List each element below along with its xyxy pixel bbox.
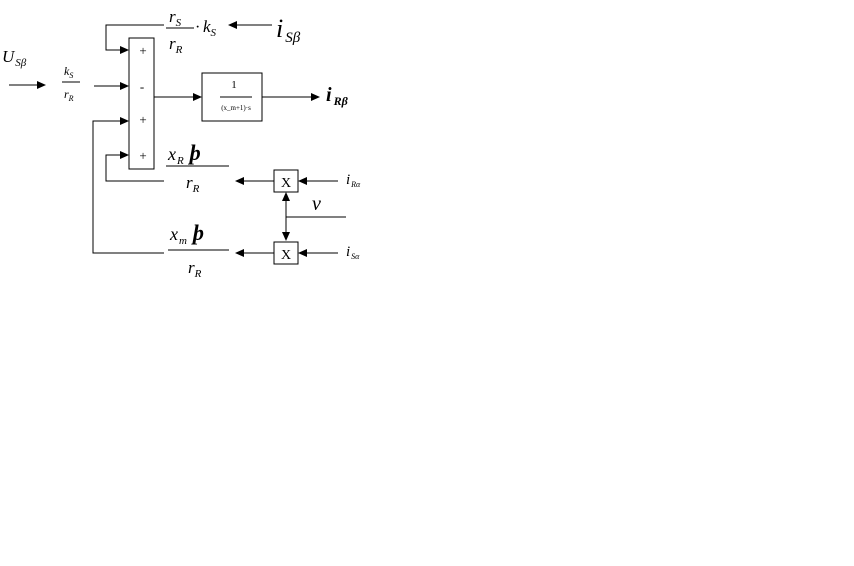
summer-to-integrator-arrowhead [193, 93, 202, 101]
summer-sign-4: + [139, 148, 146, 163]
multiplier-2-symbol: X [281, 248, 291, 263]
input-i-r-alpha-label: iRα [346, 172, 361, 189]
feedback-xr-arrowhead [120, 151, 129, 159]
multiplier-1-symbol: X [281, 176, 291, 191]
gain-xm-rr-denominator: rR [188, 258, 202, 280]
feedback-top-path [105, 24, 164, 51]
input-i-r-alpha-arrowhead [298, 177, 307, 185]
feedback-top-arrowhead [120, 46, 129, 54]
feedback-top-denominator: rR [169, 34, 183, 56]
feedback-top-factor: kS [203, 17, 217, 39]
input-i-s-beta-arrowhead [228, 21, 237, 29]
summer-sign-2: - [140, 79, 144, 94]
summer-sign-3: + [139, 112, 146, 127]
input-i-s-alpha-label: iSα [346, 244, 360, 261]
multiplier-2-to-gain-arrowhead [235, 249, 244, 257]
gain-ks-rr-denominator: rR [64, 87, 74, 103]
omega-down-arrowhead [282, 232, 290, 241]
gain-ks-rr-numerator: kS [64, 64, 73, 80]
omega-up-arrowhead [282, 192, 290, 201]
feedback-xr-path [105, 154, 164, 182]
integrator-denominator: (x_m+1)·s [221, 104, 251, 112]
feedback-top-multiply-dot: · [195, 19, 200, 36]
input-u-s-beta-arrowhead [37, 81, 46, 89]
summer-sign-1: + [139, 43, 146, 58]
gain-to-summer-arrowhead [120, 82, 129, 90]
gain-xr-rr-denominator: rR [186, 173, 200, 195]
multiplier-1-to-gain-arrowhead [235, 177, 244, 185]
summing-junction [128, 37, 155, 170]
feedback-top-numerator: rS [169, 7, 182, 29]
feedback-xm-path [92, 120, 164, 254]
omega-label: ν [312, 193, 321, 215]
integrator-numerator: 1 [231, 79, 237, 91]
input-i-s-alpha-arrowhead [298, 249, 307, 257]
feedback-xm-arrowhead [120, 117, 129, 125]
input-u-s-beta-label: USβ [2, 47, 27, 69]
output-arrowhead [311, 93, 320, 101]
